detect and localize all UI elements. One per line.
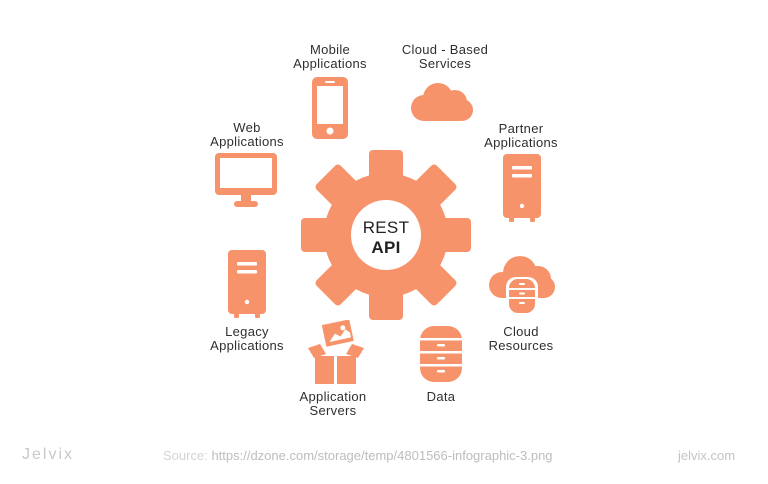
cloud-database-icon [489,256,555,315]
node-label-partner: Partner Applications [484,121,558,150]
cloud-icon [411,83,473,121]
footer-brand: Jelvix [22,446,75,463]
node-label-data: Data [426,389,456,404]
smartphone-icon [312,77,348,139]
node-label-app-servers: Application Servers [299,389,367,418]
node-label-mobile: Mobile Applications [293,42,367,71]
center-label-rest: REST [362,218,410,237]
server-tower-icon [228,250,266,318]
server-tower-icon [503,154,541,222]
footer-source: Source: https://dzone.com/storage/temp/4… [163,448,553,463]
open-box-icon [308,320,364,384]
database-icon [420,326,462,382]
node-label-cloud-based: Cloud - Based Services [401,42,489,71]
node-label-cloud-resources: Cloud Resources [488,324,554,353]
gear-icon [301,150,471,320]
center-label-api: API [371,238,401,257]
source-prefix: Source: [163,448,208,463]
monitor-icon [215,153,277,207]
source-link[interactable]: https://dzone.com/storage/temp/4801566-i… [211,448,553,463]
node-label-web: Web Applications [210,120,284,149]
node-label-legacy: Legacy Applications [210,324,284,353]
center-label: REST API [346,218,426,258]
footer-site[interactable]: jelvix.com [678,448,736,463]
